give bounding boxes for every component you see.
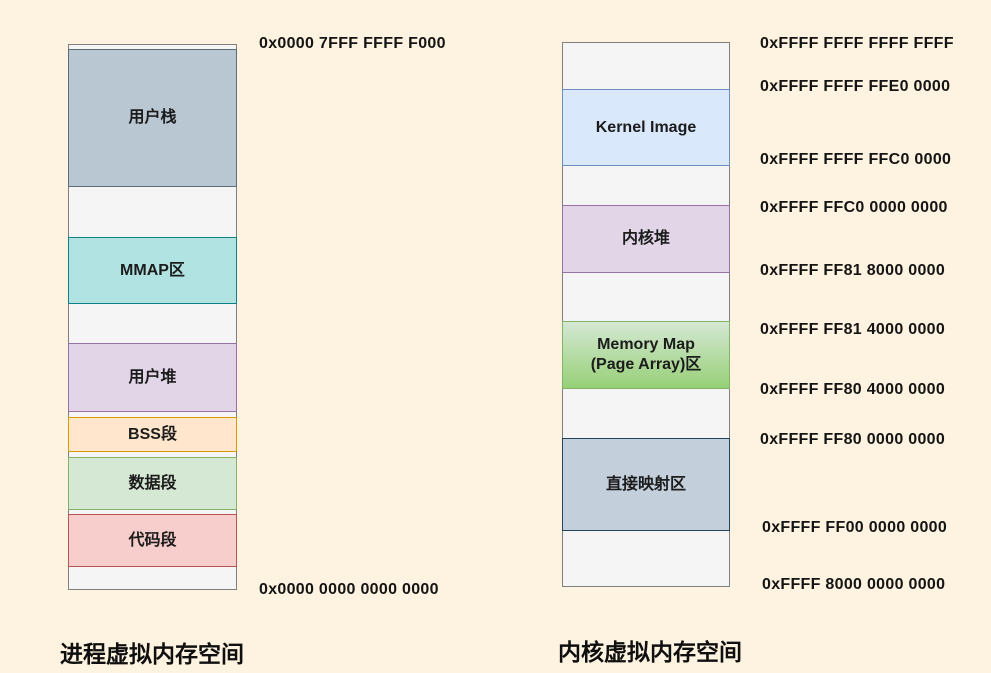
address-process-bottom: 0x0000 0000 0000 0000 [259,581,439,598]
segment-user-heap-label: 用户堆 [128,368,177,386]
address-kernel-7: 0xFFFF FF80 0000 0000 [760,431,946,448]
address-kernel-1: 0xFFFF FFFF FFE0 0000 [760,78,951,95]
segment-memory-map-page-array: Memory Map (Page Array)区 [562,321,730,389]
segment-kernel-heap-label: 内核堆 [621,230,670,247]
address-kernel-4: 0xFFFF FF81 8000 0000 [760,262,946,279]
segment-user-stack-label: 用户栈 [128,109,177,126]
address-process-top: 0x0000 7FFF FFFF F000 [259,35,446,52]
segment-code-label: 代码段 [128,531,177,549]
segment-mmap: MMAP区 [68,237,237,304]
segment-user-stack: 用户栈 [68,49,237,187]
segment-bss-label: BSS段 [128,425,177,443]
segment-kernel-image: Kernel Image [562,89,730,166]
address-kernel-8: 0xFFFF FF00 0000 0000 [762,519,948,536]
segment-kernel-image-label: Kernel Image [595,118,697,136]
address-kernel-0: 0xFFFF FFFF FFFF FFFF [760,35,954,52]
segment-direct-mapping: 直接映射区 [562,438,730,531]
kernel-diagram-title: 内核虚拟内存空间 [558,639,742,665]
address-kernel-2: 0xFFFF FFFF FFC0 0000 [760,151,952,168]
segment-direct-mapping-label: 直接映射区 [605,475,686,493]
address-kernel-9: 0xFFFF 8000 0000 0000 [762,576,946,593]
address-kernel-6: 0xFFFF FF80 4000 0000 [760,381,946,398]
process-diagram-title: 进程虚拟内存空间 [60,641,244,667]
kernel-memory-column: Kernel Image 内核堆 Memory Map (Page Array)… [562,42,730,587]
segment-memory-map-label: Memory Map (Page Array)区 [590,336,702,373]
segment-user-heap: 用户堆 [68,343,237,412]
segment-code: 代码段 [68,514,237,567]
segment-bss: BSS段 [68,417,237,452]
address-kernel-3: 0xFFFF FFC0 0000 0000 [760,199,948,216]
segment-mmap-label: MMAP区 [120,261,185,279]
process-memory-column: 用户栈 MMAP区 用户堆 BSS段 数据段 代码段 [68,44,237,590]
segment-kernel-heap: 内核堆 [562,205,730,273]
segment-data: 数据段 [68,457,237,510]
segment-data-label: 数据段 [128,474,177,492]
address-kernel-5: 0xFFFF FF81 4000 0000 [760,321,946,338]
